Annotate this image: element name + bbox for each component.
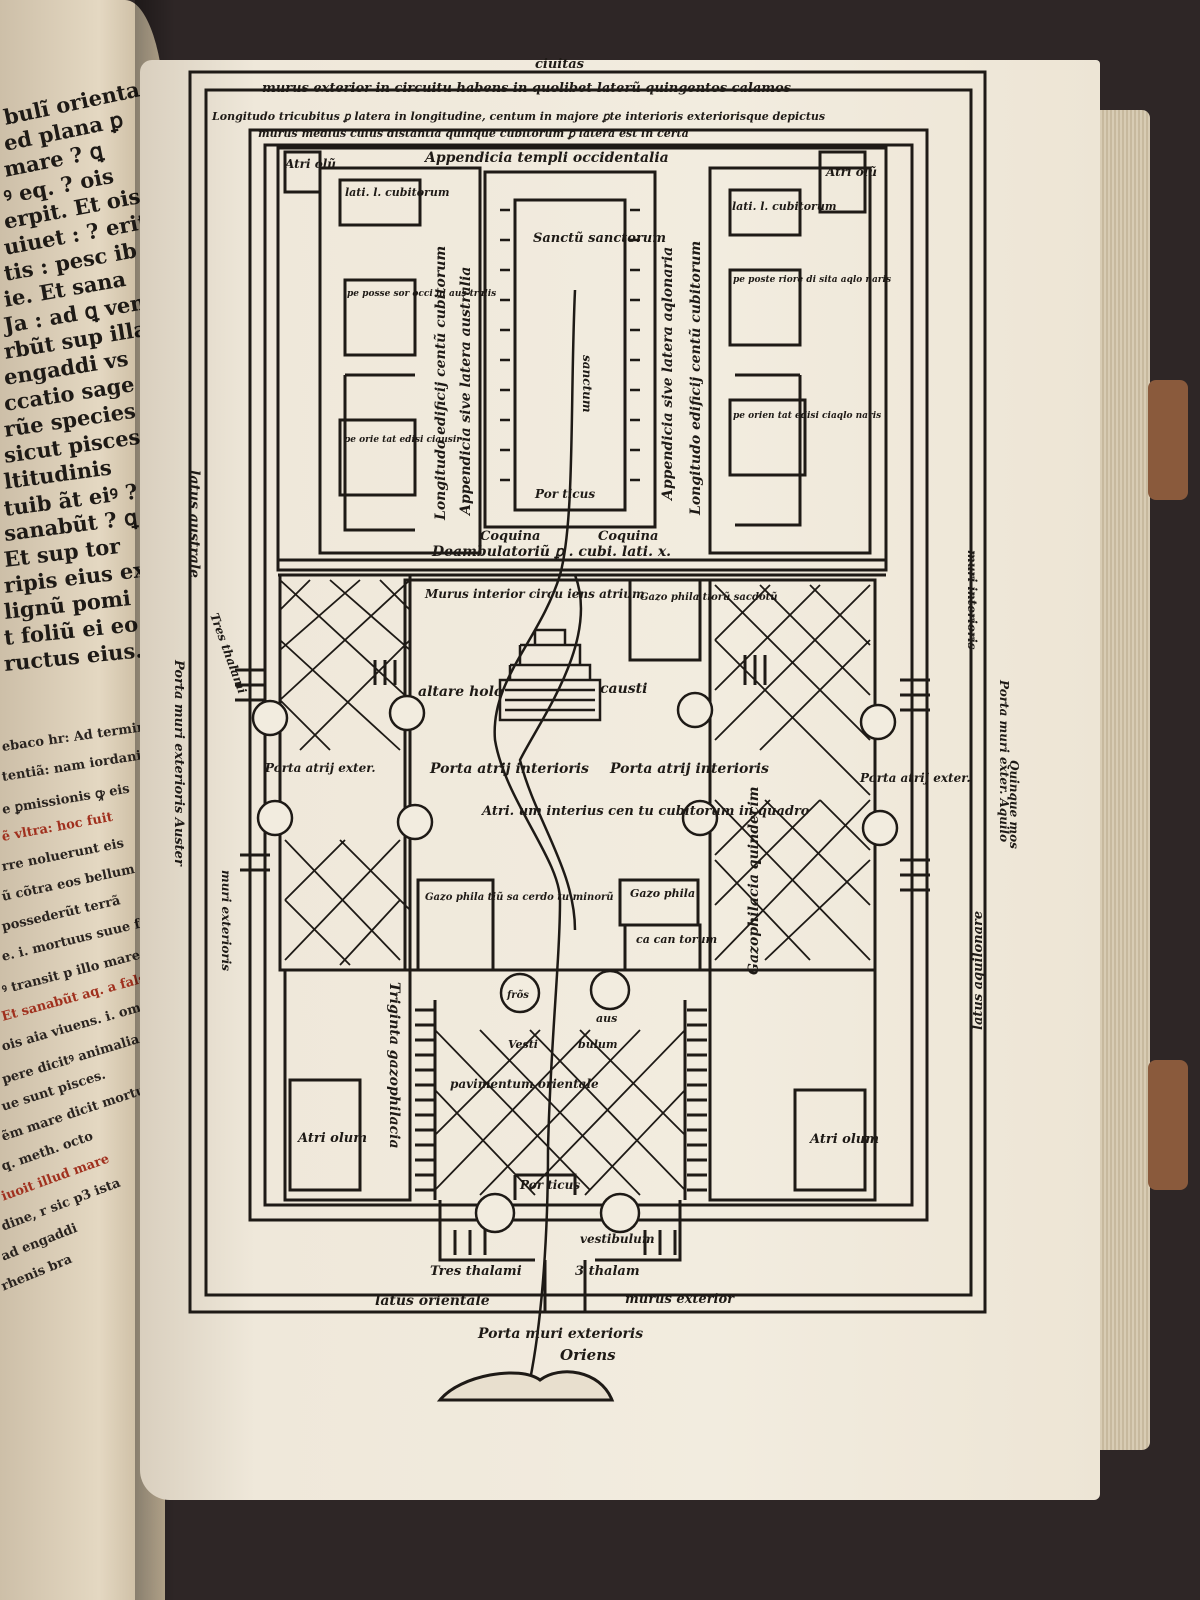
label-lati-cubitorum-left: lati. l. cubitorum (345, 186, 449, 199)
label-atrium-interius: Atri. um interius cen tu cubitorum in qu… (480, 804, 810, 819)
label-atriolum-top-left: Atri olũ (284, 157, 336, 171)
label-gazophilacia-quindecim: Gazophilacia quindecim (746, 786, 762, 975)
label-latus-australe: latus australe (186, 470, 202, 578)
label-longitudo-left: Longitudo edificij centũ cubitorum (432, 246, 449, 521)
steps (235, 655, 930, 1255)
label-quinque-mos: Quinque mos (1007, 760, 1021, 849)
label-oriens: Oriens (560, 1346, 616, 1364)
plan-labels: ciuitas murus exterior in circuitu habens… (171, 57, 1021, 1364)
label-vestibulum-left: Vesti (508, 1038, 538, 1051)
label-triginta-gazophilacia: Triginta gazophilacia (386, 982, 402, 1149)
label-top-header: ciuitas (535, 57, 585, 72)
label-tres-thalami-bottom-right: 3 thalam (575, 1264, 640, 1279)
label-ca-cantorum: ca can torum (636, 933, 717, 946)
label-murus-interior: Murus interior circu iens atrium (424, 587, 645, 601)
label-coquina-right: Coquina (598, 529, 658, 544)
label-atriolum-top-right: Atri olũ (825, 165, 877, 179)
label-middle-wall: murus medius cuius distantia quinque cub… (258, 127, 689, 140)
label-sanctum: sanctum (580, 355, 594, 413)
label-porta-muri-oriens: Porta muri exterioris (477, 1326, 643, 1342)
label-longitudo-right: Longitudo edificij centũ cubitorum (687, 241, 704, 516)
label-tres-thalami-bottom-left: Tres thalami (430, 1264, 522, 1279)
label-holocausti: causti (600, 681, 647, 697)
label-porta-muri-aquilo: Porta muri exter. Aquilo (997, 679, 1011, 842)
label-appendicia-australia: Appendicia sive latera australia (458, 267, 474, 517)
label-sanctum-sanctorum: Sanctũ sanctorum (533, 231, 666, 246)
label-lati-cubitorum-right: lati. l. cubitorum (732, 200, 836, 213)
label-appendicia-aquilonaria: Appendicia sive latera aqlonaria (660, 247, 676, 502)
label-porticus-bottom: Por ticus (519, 1178, 580, 1192)
label-muri-exterioris-left: muri exterioris (219, 870, 233, 971)
label-atriolum-bottom-right: Atri olum (808, 1132, 879, 1147)
label-atriolum-bottom-left: Atri olum (296, 1131, 367, 1146)
river-line-2 (518, 574, 583, 931)
label-pe-orient-right: pe orien tat edisi ciaqlo naris (733, 411, 881, 421)
label-porta-atrij-exterioris-left: Porta atrij exter. (264, 761, 376, 775)
label-coquina-left: Coquina (480, 529, 540, 544)
label-muri-interioris-right: muri interioris (965, 550, 979, 650)
label-latus-aquilonare: latus aquilonare (971, 911, 986, 1030)
label-outer-wall-top: murus exterior in circuitu habens in quo… (262, 81, 792, 96)
label-pe-orient-left: pe orie tat edisi ciausir (344, 435, 462, 445)
label-top-line-2: Longitudo tricubitus ꝑ latera in longitu… (211, 110, 825, 123)
label-aus: aus (596, 1012, 617, 1025)
label-pavimentum-orientale: pavimentum orientale (450, 1077, 599, 1091)
label-vestibulum-bottom: vestibulum (580, 1232, 655, 1246)
label-latus-orientale: latus orientale (375, 1293, 490, 1309)
river-line (493, 289, 577, 1381)
label-gazophila-top: Gazo phila tiorũ sacdotũ (640, 592, 778, 603)
label-porta-atrij-interioris-right: Porta atrij interioris (609, 761, 769, 777)
page-edges (1100, 110, 1150, 1450)
outer-court-lower (283, 968, 877, 1312)
label-pe-posse-right: pe poste riore di sita aqlo naris (733, 275, 891, 285)
label-tres-thalami-left: Tres thalami (207, 611, 249, 696)
chamber-ticks (500, 208, 640, 482)
label-pe-posse-left: pe posse sor occi ni aus tralis (347, 289, 496, 299)
lattice-pavement (279, 579, 871, 1196)
label-appendicia-occidentalia: Appendicia templi occidentalia (423, 150, 669, 166)
label-porta-atrij-exterioris-right: Porta atrij exter. (859, 771, 971, 785)
gate-circles (251, 691, 899, 1234)
label-altare: altare holo (418, 684, 503, 700)
clasp-lower (1148, 1060, 1188, 1190)
label-porta-muri-auster: Porta muri exterioris Auster (171, 659, 186, 867)
label-porticus-top: Por ticus (534, 487, 595, 501)
label-muri-exterioris-bottom: murus exterior (625, 1292, 735, 1307)
outer-wall (188, 70, 987, 1314)
mount-drawing (436, 1370, 615, 1402)
label-bulum: bulum (578, 1038, 618, 1051)
label-porta-atrij-interioris-left: Porta atrij interioris (429, 761, 589, 777)
label-gazophila-right: Gazo phila (630, 887, 695, 900)
label-deambulatorium: Deambulatoriũ ꝑ . cubi. lati. x. (431, 543, 671, 560)
label-frons: frõs (506, 990, 529, 1001)
clasp-upper (1148, 380, 1188, 500)
altar-drawing (498, 628, 602, 722)
label-gazophila-sacerdotum: Gazo phila tiũ sa cerdo tu minorũ (425, 892, 614, 903)
